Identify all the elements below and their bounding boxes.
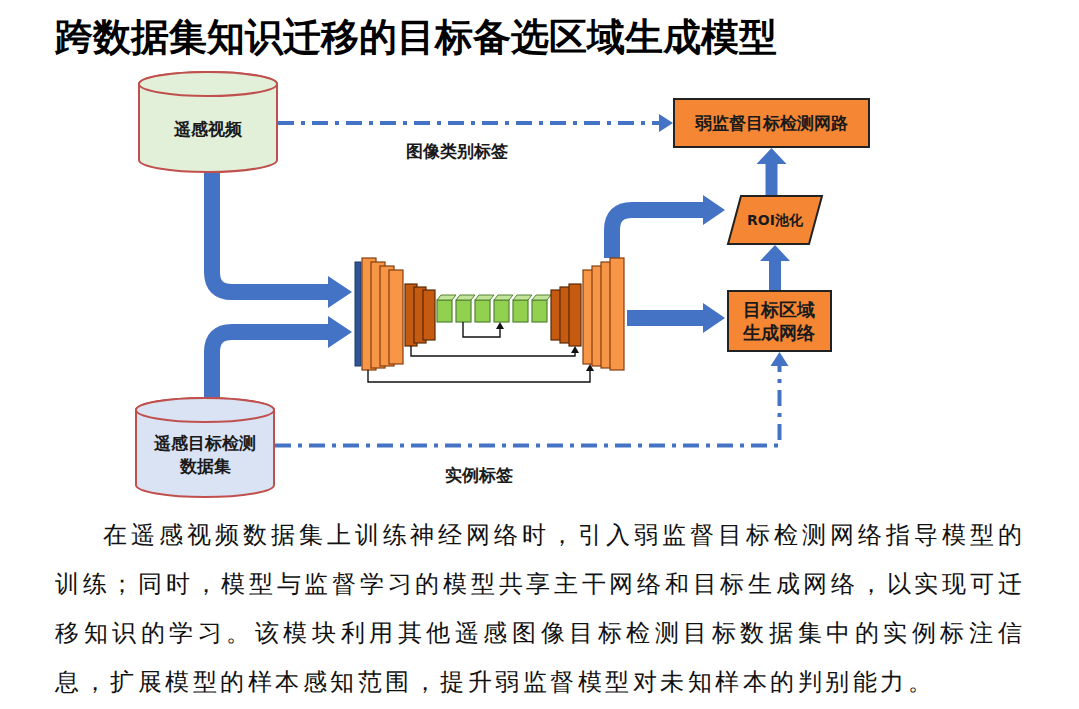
skip-line xyxy=(368,368,590,382)
decoder-plates-small xyxy=(551,284,581,346)
cylinder-top xyxy=(136,398,274,422)
node-label: 遥感视频 xyxy=(174,118,242,140)
diagram-title: 跨数据集知识迁移的目标备选区域生成模型 xyxy=(55,12,777,63)
block xyxy=(456,300,471,322)
layer-plate xyxy=(423,290,435,340)
layer-plate xyxy=(389,270,403,364)
edge-label: 实例标签 xyxy=(442,464,516,487)
layer-plate xyxy=(610,258,624,370)
block-top xyxy=(532,295,551,300)
block-top xyxy=(513,295,532,300)
block xyxy=(513,300,528,322)
roi-parallelogram: ROI池化 xyxy=(727,195,823,245)
arrow-head xyxy=(328,276,352,308)
block-top xyxy=(494,295,513,300)
parallelogram-outline xyxy=(728,196,822,244)
feature-arrows xyxy=(212,172,705,398)
block xyxy=(532,300,547,322)
edge-label: 图像类别标签 xyxy=(403,140,511,163)
dataset-cylinder: 遥感视频 xyxy=(138,72,278,172)
layer-plate xyxy=(569,284,581,346)
arrow-head xyxy=(771,352,789,366)
text-holder: 遥感视频 xyxy=(174,118,242,140)
process-box: 弱监督目标检测网路 xyxy=(673,98,870,148)
cylinder-body xyxy=(136,398,274,497)
process-box: 目标区域 生成网络 xyxy=(727,290,832,352)
bottleneck-blocks xyxy=(437,300,547,322)
node-label: 遥感目标检测 数据集 xyxy=(149,432,261,476)
text-holder: 弱监督目标检测网路 xyxy=(695,112,848,134)
arrow-head xyxy=(328,316,352,348)
node-label: 目标区域 生成网络 xyxy=(738,298,821,345)
text-holder: 目标区域 生成网络 xyxy=(738,298,821,345)
connector xyxy=(760,245,790,290)
encoder-plates-small xyxy=(405,284,435,346)
skip-line xyxy=(463,322,500,337)
connector xyxy=(278,114,673,132)
connector xyxy=(275,352,789,446)
connector xyxy=(757,148,787,195)
input-plate xyxy=(355,262,361,366)
dashed-arrow-line xyxy=(278,121,659,125)
flow-arrow-line xyxy=(766,164,778,195)
skip-line xyxy=(411,346,575,356)
skip-head xyxy=(571,346,579,353)
text-holder: 遥感目标检测 数据集 xyxy=(149,432,261,476)
decoder-plates xyxy=(583,258,624,370)
block xyxy=(475,300,490,322)
dataset-cylinder: 遥感目标检测 数据集 xyxy=(135,398,275,497)
caption-paragraph: 在遥感视频数据集上训练神经网络时，引入弱监督目标检测网络指导模型的训练；同时，模… xyxy=(55,511,1025,707)
input-arrow xyxy=(212,332,330,398)
dashed-arrow-line xyxy=(275,366,780,446)
block xyxy=(494,300,509,322)
cylinder-body xyxy=(139,72,277,172)
input-arrow xyxy=(212,172,330,292)
arrow-head xyxy=(659,114,673,132)
skip-head xyxy=(496,322,504,329)
encoder-plates xyxy=(362,258,403,370)
arrow-head xyxy=(757,148,787,164)
block-top xyxy=(437,295,456,300)
arrow-head xyxy=(703,195,725,225)
text-holder: ROI池化 xyxy=(747,211,803,229)
node-label: ROI池化 xyxy=(747,211,803,229)
output-arrow xyxy=(627,310,705,326)
skip-heads xyxy=(496,322,594,371)
output-arrow xyxy=(612,210,705,258)
block-top xyxy=(456,295,475,300)
skip-connections xyxy=(368,322,590,382)
block xyxy=(437,300,452,322)
node-label: 弱监督目标检测网路 xyxy=(695,112,848,134)
cylinder-top xyxy=(139,72,277,96)
arrow-head xyxy=(703,303,725,333)
skip-head xyxy=(586,364,594,371)
flow-arrow-line xyxy=(769,261,781,290)
block-top xyxy=(475,295,494,300)
arrow-head xyxy=(760,245,790,261)
block-tops xyxy=(437,295,551,300)
